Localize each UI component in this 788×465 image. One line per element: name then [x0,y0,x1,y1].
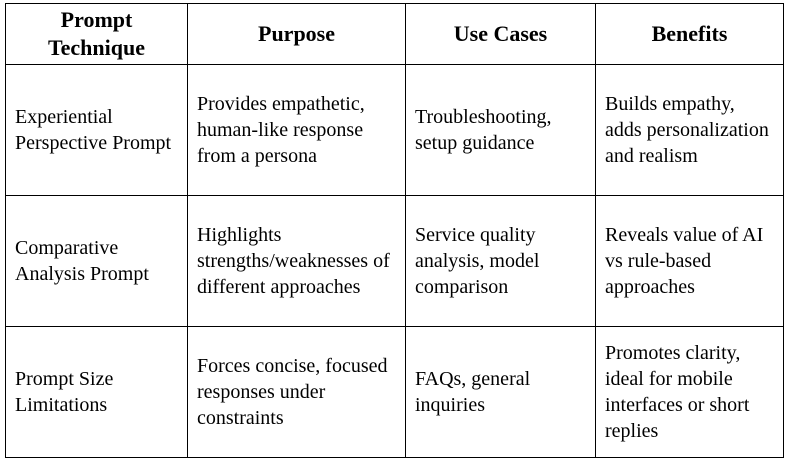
cell-benefits: Promotes clarity, ideal for mobile inter… [595,326,784,458]
header-purpose: Purpose [187,3,406,65]
prompt-techniques-table: Prompt Technique Purpose Use Cases Benef… [5,3,784,458]
cell-technique: Experiential Perspective Prompt [5,64,188,196]
cell-benefits: Reveals value of AI vs rule-based approa… [595,195,784,327]
cell-use-cases: Troubleshooting, setup guidance [405,64,596,196]
header-benefits: Benefits [595,3,784,65]
header-prompt-technique: Prompt Technique [5,3,188,65]
table-row: Comparative Analysis Prompt Highlights s… [5,195,784,327]
header-use-cases: Use Cases [405,3,596,65]
table-row: Prompt Size Limitations Forces concise, … [5,326,784,458]
header-row: Prompt Technique Purpose Use Cases Benef… [5,3,784,65]
cell-use-cases: Service quality analysis, model comparis… [405,195,596,327]
cell-purpose: Forces concise, focused responses under … [187,326,406,458]
table-row: Experiential Perspective Prompt Provides… [5,64,784,196]
cell-technique: Prompt Size Limitations [5,326,188,458]
cell-benefits: Builds empathy, adds personalization and… [595,64,784,196]
cell-purpose: Provides empathetic, human-like response… [187,64,406,196]
cell-use-cases: FAQs, general inquiries [405,326,596,458]
cell-purpose: Highlights strengths/weaknesses of diffe… [187,195,406,327]
cell-technique: Comparative Analysis Prompt [5,195,188,327]
